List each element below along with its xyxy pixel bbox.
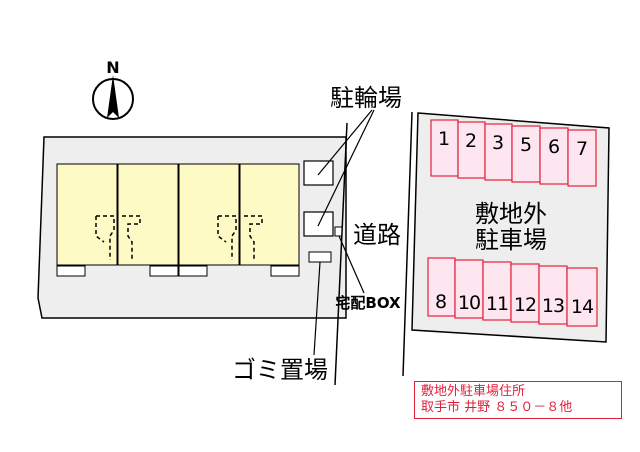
address-note-line1: 敷地外駐車場住所 [421,384,526,399]
outdoor-unit-3 [178,265,208,277]
parking-number: 11 [486,293,508,315]
parking-space [427,257,456,317]
parking-number: 13 [542,295,564,317]
unit-4 [239,163,300,266]
bicycle-parking-label: 駐輪場 [330,84,402,112]
unit-3 [178,163,240,266]
unit-1 [56,163,118,266]
bicycle-parking-area-1 [303,160,334,186]
address-note: 敷地外駐車場住所 取手市 井野 ８５０－８他 [414,381,622,419]
parking-row-bottom: 8 10 11 12 13 14 [427,257,598,327]
leader-garbage [313,261,321,356]
garbage-label: ゴミ置場 [232,356,328,384]
parking-space [511,125,541,183]
offsite-parking-label-line1: 敷地外 [475,200,547,228]
road-edge-right [402,111,413,377]
unit-2 [117,163,179,266]
parking-row-top: 1 2 3 5 6 7 [430,119,597,187]
leader-delivery-box [338,235,365,294]
parking-space [457,121,486,179]
parking-number: 2 [465,130,477,152]
stair-outline-right [217,215,263,260]
offsite-parking-label-line2: 駐車場 [475,226,547,254]
parking-space [482,261,512,321]
north-arrow-icon [107,75,119,118]
outdoor-unit-1 [56,265,86,277]
parking-number: 3 [492,132,504,154]
parking-space [430,119,459,177]
road-edge-left [334,122,348,386]
parking-number: 6 [548,136,560,158]
parking-number: 8 [435,291,447,313]
parking-number: 12 [514,294,536,316]
delivery-box-marker [334,226,343,237]
parking-number: 14 [571,296,594,318]
parking-space [484,123,513,181]
parking-space [539,127,569,185]
parking-space [566,267,598,327]
parking-space [538,265,568,325]
outdoor-unit-2 [149,265,179,277]
garbage-area [308,251,332,263]
leader-bicycle-1 [317,109,373,176]
parking-space [454,259,484,319]
apartment-units [56,163,300,277]
stair-outline-left [95,215,141,260]
parking-space [510,263,540,323]
parking-number: 7 [576,138,588,160]
parking-number: 1 [438,128,450,150]
parking-number: 5 [520,134,532,156]
outdoor-unit-4 [270,265,300,277]
parking-space [567,129,597,187]
delivery-box-label: 宅配BOX [335,294,401,312]
address-note-line2: 取手市 井野 ８５０－８他 [421,400,573,415]
compass-north-label: N [106,58,119,77]
leader-bicycle-2 [317,109,375,227]
compass: N [92,58,134,120]
road-label: 道路 [353,221,401,249]
parking-number: 10 [458,292,480,314]
